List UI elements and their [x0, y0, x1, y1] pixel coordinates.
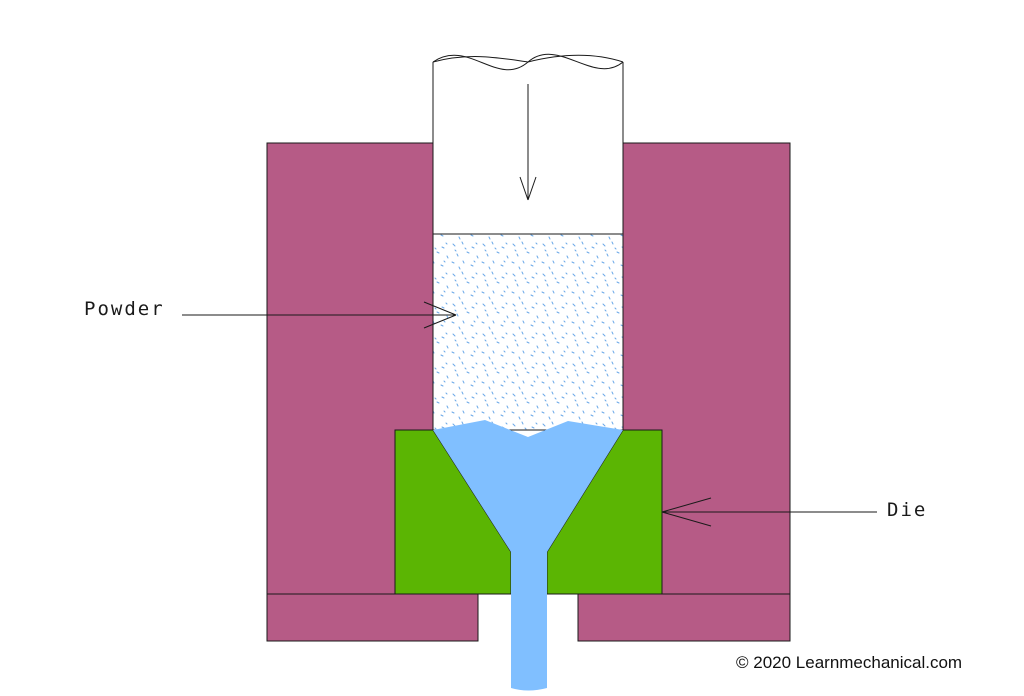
- copyright-notice: © 2020 Learnmechanical.com: [736, 653, 963, 672]
- powder-callout-arrow-icon: [182, 301, 457, 329]
- die-callout-arrow-icon: [661, 497, 877, 527]
- powder-fill: [432, 233, 624, 431]
- extruded-material: [433, 420, 623, 691]
- punch-ram-top-edge: [432, 54, 624, 63]
- container-base-left: [266, 593, 479, 642]
- die-label: Die: [887, 499, 928, 521]
- container-base-right: [577, 593, 791, 642]
- die-right: [546, 429, 663, 595]
- punch-direction-arrow-icon: [519, 84, 537, 201]
- powder-label: Powder: [84, 298, 165, 320]
